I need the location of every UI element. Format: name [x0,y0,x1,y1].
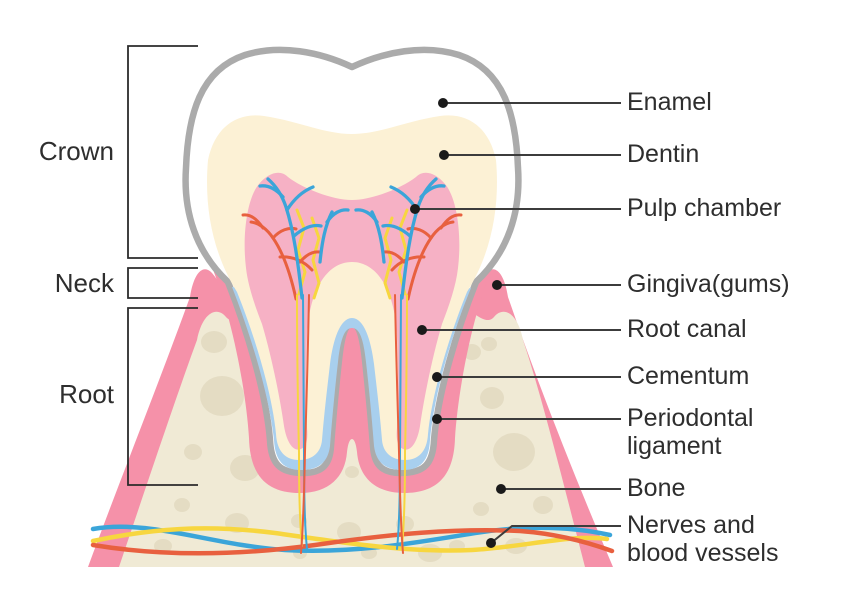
root-bracket [127,307,198,486]
label-pulp-chamber: Pulp chamber [627,194,782,222]
region-brackets [127,45,198,486]
label-cementum: Cementum [627,362,750,390]
label-nerves-blood-vessels: Nerves and blood vessels [627,511,779,567]
label-bone: Bone [627,474,686,502]
label-crown: Crown [38,136,114,166]
label-gingiva: Gingiva(gums) [627,270,790,298]
nerves-pointer [490,525,621,544]
crown-bracket [127,45,198,259]
pointer-dots [410,98,506,548]
label-root: Root [59,379,114,409]
neck-bracket [127,267,198,299]
label-periodontal-ligament: Periodontal ligament [627,404,754,460]
label-neck: Neck [54,268,114,298]
pointer-lines [415,102,621,544]
nerves-blood-vessels-waves [90,524,615,556]
label-root-canal: Root canal [627,315,747,343]
label-enamel: Enamel [627,88,712,116]
label-dentin: Dentin [627,140,700,168]
